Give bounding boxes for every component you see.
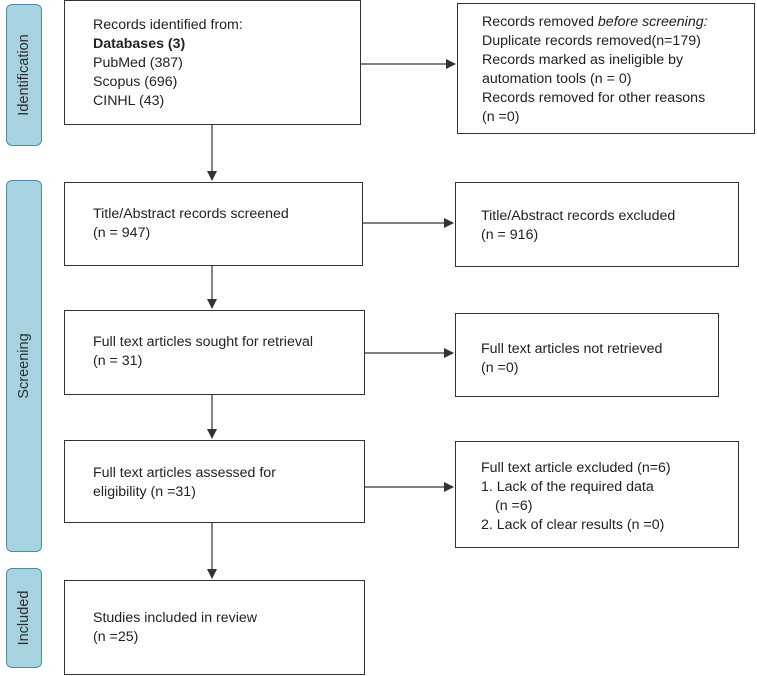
excluded-full-reason-2: 2. Lack of clear results (n =0) (481, 517, 665, 533)
assessed-label-2: eligibility (n =31) (93, 484, 196, 500)
removed-duplicates: Duplicate records removed(n=179) (482, 33, 701, 49)
identified-databases: Databases (3) (93, 36, 186, 52)
records-removed-box: Records removed before screening: Duplic… (457, 3, 755, 134)
identified-cinhl: CINHL (43) (93, 93, 165, 109)
screened-count: (n = 947) (93, 225, 151, 241)
included-box: Studies included in review (n =25) (64, 580, 365, 675)
removed-ineligible-1: Records marked as ineligible by (482, 52, 684, 68)
sought-box: Full text articles sought for retrieval … (64, 310, 365, 395)
sought-count: (n = 31) (93, 353, 143, 369)
excluded-full-box: Full text article excluded (n=6) 1. Lack… (455, 441, 739, 548)
assessed-label-1: Full text articles assessed for (93, 465, 276, 481)
phase-included: Included (6, 568, 42, 668)
not-retrieved-count: (n =0) (481, 360, 519, 376)
removed-other-1: Records removed for other reasons (482, 90, 706, 106)
not-retrieved-box: Full text articles not retrieved (n =0) (455, 313, 719, 397)
included-label: Studies included in review (93, 610, 258, 626)
excluded-abstract-label: Title/Abstract records excluded (481, 208, 676, 224)
identified-scopus: Scopus (696) (93, 74, 178, 90)
screened-box: Title/Abstract records screened (n = 947… (64, 182, 363, 266)
identified-pubmed: PubMed (387) (93, 55, 183, 71)
excluded-full-header: Full text article excluded (n=6) (481, 460, 671, 476)
removed-header-prefix: Records removed (482, 14, 598, 30)
excluded-abstract-count: (n = 916) (481, 227, 539, 243)
assessed-box: Full text articles assessed for eligibil… (64, 440, 365, 523)
identified-header: Records identified from: (93, 17, 243, 33)
removed-other-2: (n =0) (482, 109, 520, 125)
excluded-full-reason-1a: 1. Lack of the required data (481, 479, 654, 495)
records-identified-box: Records identified from: Databases (3) P… (64, 0, 361, 125)
screened-label: Title/Abstract records screened (93, 206, 289, 222)
not-retrieved-label: Full text articles not retrieved (481, 341, 663, 357)
included-count: (n =25) (93, 629, 139, 645)
removed-header-italic: before screening: (597, 14, 708, 30)
sought-label: Full text articles sought for retrieval (93, 334, 313, 350)
removed-ineligible-2: automation tools (n = 0) (482, 71, 632, 87)
removed-header: Records removed before screening: (482, 13, 746, 32)
excluded-abstract-box: Title/Abstract records excluded (n = 916… (455, 182, 739, 267)
phase-screening: Screening (6, 180, 42, 552)
phase-identification: Identification (6, 4, 42, 146)
excluded-full-reason-1b: (n =6) (495, 498, 533, 514)
